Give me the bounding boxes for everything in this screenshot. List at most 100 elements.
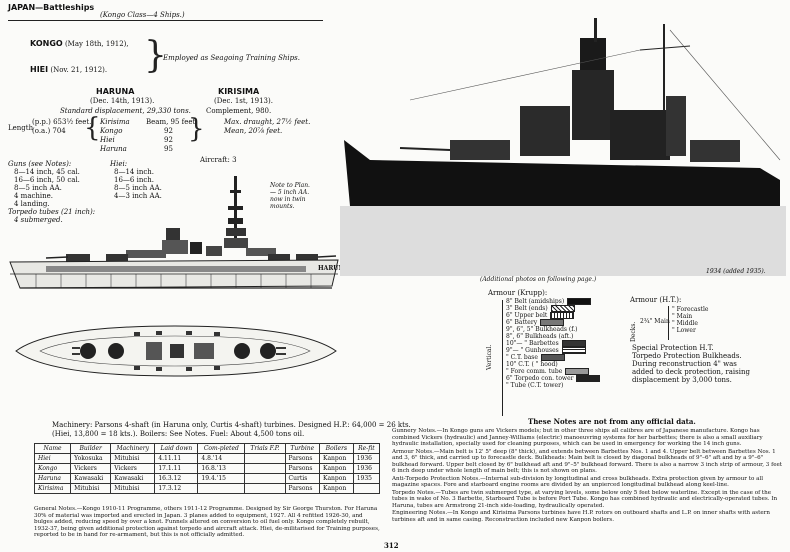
general-notes: General Notes.—Kongo 1910-11 Programme, … bbox=[34, 506, 380, 538]
armour-krupp-list: 8" Belt (amidships) 3" Belt (ends) 6" Up… bbox=[506, 298, 601, 389]
table-header: Name bbox=[33, 443, 72, 454]
machinery-line-1: Machinery: Parsons 4-shaft (in Haruna on… bbox=[52, 421, 411, 429]
table-header-row: Name Builder Machinery Laid down Com-ple… bbox=[33, 443, 381, 454]
armour-decks-label: Decks. bbox=[630, 321, 637, 342]
table-header: Re-fit bbox=[352, 443, 381, 454]
ship-photograph bbox=[340, 10, 786, 276]
notes-paragraph: Anti-Torpedo Protection Notes.—Internal … bbox=[392, 475, 764, 489]
armour-ht-title: Armour (H.T.): bbox=[630, 296, 682, 304]
gun-item: 8—14 inch. bbox=[114, 168, 154, 176]
armour-item: 9"— " Gunhouses bbox=[506, 347, 600, 354]
header-rule bbox=[8, 20, 323, 21]
gun-item: 4—3 inch AA. bbox=[114, 192, 162, 200]
deck-item: " Lower bbox=[672, 327, 696, 334]
ship-name-kirisima: KIRISIMA bbox=[218, 87, 260, 96]
guns-title: Guns (see Notes): bbox=[8, 160, 72, 168]
photo-caption-left: (Additional photos on following page.) bbox=[480, 276, 597, 283]
length-beam-1: Beam, 95 feet. bbox=[146, 118, 198, 126]
armour-item: 9", 6", 5" Bulkheads (f.) bbox=[506, 326, 578, 333]
draught-mean: Mean, 20⅞ feet. bbox=[224, 127, 283, 135]
deck-item: " Middle bbox=[672, 320, 698, 327]
complement: Complement, 980. bbox=[206, 107, 272, 115]
ht-note: During reconstruction 4" was bbox=[632, 360, 737, 368]
gun-item: 4 machine. bbox=[14, 192, 54, 200]
armour-item: 8", 6" Bulkheads (aft.) bbox=[506, 333, 574, 340]
ht-note: added to deck protection, raising bbox=[632, 368, 750, 376]
ht-note: Torpedo Protection Bulkheads. bbox=[632, 352, 742, 360]
training-note: Employed as Seagoing Training Ships. bbox=[163, 54, 300, 62]
table-header: Machinery bbox=[110, 443, 156, 454]
draught-max: Max. draught, 27½ feet. bbox=[224, 118, 311, 126]
length-pp: (p.p.) 653½ feet. bbox=[32, 118, 92, 126]
gun-item: 8—5 inch AA. bbox=[14, 184, 62, 192]
armour-ht-notes: Special Protection H.T. Torpedo Protecti… bbox=[632, 344, 750, 384]
length-ship-1: Kirisima bbox=[100, 118, 130, 126]
armour-vertical-label: Vertical. bbox=[486, 344, 493, 370]
table-header: Turbine bbox=[284, 443, 321, 454]
length-bracket: { bbox=[84, 113, 101, 143]
armour-item: 6" Upper belt bbox=[506, 312, 600, 319]
torpedo-value: 4 submerged. bbox=[14, 216, 63, 224]
right-notes: Gunnery Notes.—In Kongo guns are Vickers… bbox=[392, 428, 784, 523]
beam-bracket: } bbox=[188, 114, 205, 144]
armour-item: 6" Battery bbox=[506, 319, 600, 326]
armour-ht-list: " Forecastle " Main " Middle " Lower bbox=[672, 306, 708, 334]
section-heading: JAPAN—Battleships bbox=[8, 3, 95, 12]
gun-item: 16—6 inch, 50 cal. bbox=[14, 176, 80, 184]
armour-item: 10"— " Barbettes bbox=[506, 340, 600, 347]
guns-hiei-title: Hiei: bbox=[110, 160, 128, 168]
aircraft-count: Aircraft: 3 bbox=[200, 156, 237, 164]
armour-krupp-title: Armour (Krupp): bbox=[488, 289, 548, 297]
ht-note: displacement by 3,000 tons. bbox=[632, 376, 732, 384]
notes-paragraph: Armour Notes.—Main belt is 12' 5" deep (… bbox=[392, 448, 783, 475]
armour-item: 8" Belt (amidships) bbox=[506, 298, 600, 305]
torpedo-title: Torpedo tubes (21 inch): bbox=[8, 208, 96, 216]
length-ship-4: Haruna bbox=[100, 145, 127, 153]
ship-date-kirisima: (Dec. 1st, 1913). bbox=[214, 97, 273, 105]
guns-main: Guns (see Notes): 8—14 inch, 45 cal. 16—… bbox=[8, 160, 95, 224]
length-ship-3: Hiei bbox=[100, 136, 115, 144]
gun-item: 16—6 inch. bbox=[114, 176, 154, 184]
armour-item: " Tube (C.T. tower) bbox=[506, 382, 564, 389]
table-header: Builder bbox=[70, 443, 112, 454]
side-profile-drawing bbox=[9, 176, 339, 289]
ship-entry-hiei: HIEI (Nov. 21, 1912). bbox=[30, 65, 108, 75]
ship-name-haruna: HARUNA bbox=[96, 87, 135, 96]
gun-item: 8—14 inch, 45 cal. bbox=[14, 168, 80, 176]
length-label: Length bbox=[8, 124, 34, 132]
armour-item: 10" C.T. ( " hood) bbox=[506, 361, 558, 368]
armour-item: " C.T. base bbox=[506, 354, 600, 361]
notes-paragraph: Torpedo Notes.—Tubes are twin submerged … bbox=[392, 489, 778, 509]
length-beam-4: 95 bbox=[164, 145, 173, 153]
photo-caption-right: 1934 (added 1935). bbox=[706, 268, 766, 275]
machinery-line-2: (Hiei, 13,800 = 18 kts.). Boilers: See N… bbox=[52, 430, 305, 438]
gun-item: 4 landing. bbox=[14, 200, 50, 208]
armour-bracket-line bbox=[502, 300, 503, 416]
build-table: Name Builder Machinery Laid down Com-ple… bbox=[33, 443, 381, 494]
deck-item: " Forecastle bbox=[672, 306, 709, 313]
plan-note: Note to Plan.— 5 inch AA. now in twin mo… bbox=[270, 182, 310, 210]
table-header: Trials F.P. bbox=[244, 443, 286, 454]
ship-date-haruna: (Dec. 14th, 1913). bbox=[90, 97, 155, 105]
training-bracket: } bbox=[144, 35, 167, 76]
guns-hiei: Hiei: 8—14 inch. 16—6 inch. 8—5 inch AA.… bbox=[110, 160, 162, 200]
table-header: Laid down bbox=[154, 443, 199, 454]
table-header: Com-pleted bbox=[197, 443, 246, 454]
notes-heading: These Notes are not from any official da… bbox=[528, 417, 696, 426]
armour-item: 6" Torpedo con. tower bbox=[506, 375, 601, 382]
notes-paragraph: Engineering Notes.—In Kongo and Kirisima… bbox=[392, 510, 770, 523]
profile-label: HARUNA. bbox=[318, 265, 351, 272]
ht-note: Special Protection H.T. bbox=[632, 344, 714, 352]
ship-entry-kongo: KONGO (May 18th, 1912), bbox=[30, 39, 129, 49]
table-header: Boilers bbox=[319, 443, 354, 454]
length-beam-2: 92 bbox=[164, 127, 173, 135]
class-title: (Kongo Class—4 Ships.) bbox=[100, 11, 185, 19]
deck-plan-drawing bbox=[15, 325, 337, 377]
page-number: 312 bbox=[384, 541, 399, 550]
armour-item: " Fore comm. tube bbox=[506, 368, 600, 375]
gun-item: 8—5 inch AA. bbox=[114, 184, 162, 192]
